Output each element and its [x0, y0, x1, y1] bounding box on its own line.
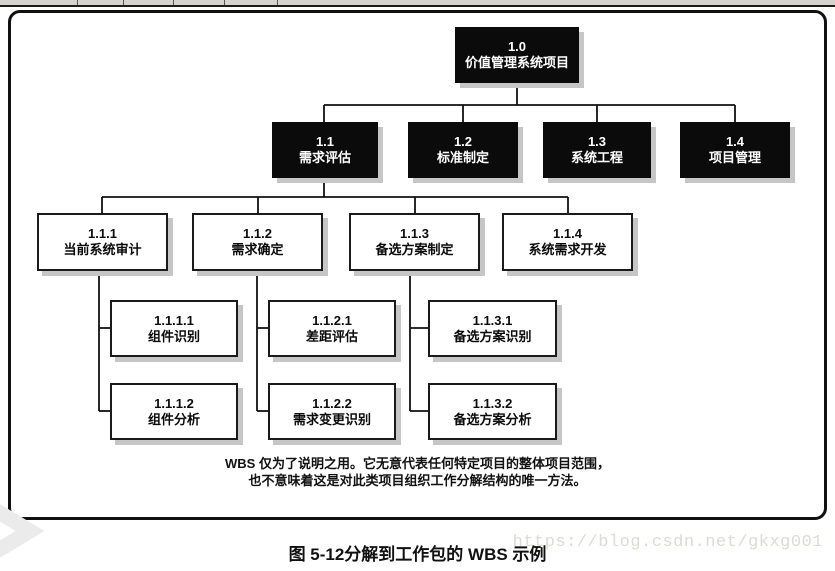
wbs-node-1-1-1: 1.1.1 当前系统审计	[37, 213, 168, 271]
url-watermark: https://blog.csdn.net/gkxg001	[512, 533, 823, 552]
node-label: 标准制定	[436, 150, 489, 165]
wbs-node-1-1: 1.1 需求评估	[272, 122, 378, 178]
node-label: 价值管理系统项目	[464, 55, 569, 70]
node-id: 1.3	[587, 134, 607, 149]
wbs-node-1-1-1-1: 1.1.1.1 组件识别	[110, 300, 238, 357]
cropped-toolbar-strip	[0, 0, 835, 7]
disclaimer-note: WBS 仅为了说明之用。它无意代表任何特定项目的整体项目范围， 也不意味着这是对…	[8, 455, 827, 489]
figure-caption: 图 5-12分解到工作包的 WBS 示例	[288, 545, 547, 564]
node-label: 需求评估	[298, 150, 351, 165]
strip-divider	[224, 0, 225, 5]
chevron-watermark-icon	[0, 504, 45, 558]
strip-divider	[77, 0, 78, 5]
node-label: 备选方案识别	[453, 328, 532, 344]
node-label: 系统需求开发	[528, 242, 607, 257]
wbs-node-1-3: 1.3 系统工程	[543, 122, 651, 178]
node-id: 1.1.1.2	[154, 395, 194, 411]
node-id: 1.1.2.1	[312, 312, 352, 328]
wbs-node-1-1-3: 1.1.3 备选方案制定	[349, 213, 480, 271]
node-id: 1.1	[315, 134, 335, 149]
node-label: 备选方案制定	[375, 242, 454, 257]
wbs-node-1-2: 1.2 标准制定	[408, 122, 518, 178]
node-label: 差距评估	[305, 328, 358, 344]
node-label: 备选方案分析	[453, 411, 532, 427]
wbs-node-1-4: 1.4 项目管理	[680, 122, 790, 178]
node-id: 1.1.2.2	[312, 395, 352, 411]
node-label: 系统工程	[570, 150, 623, 165]
node-id: 1.1.4	[553, 226, 582, 241]
node-id: 1.1.1	[88, 226, 117, 241]
wbs-node-1-1-2-2: 1.1.2.2 需求变更识别	[268, 383, 396, 440]
node-id: 1.0	[507, 39, 527, 54]
strip-divider	[173, 0, 174, 5]
node-label: 需求确定	[231, 242, 284, 257]
node-label: 当前系统审计	[63, 242, 142, 257]
wbs-node-1-1-2-1: 1.1.2.1 差距评估	[268, 300, 396, 357]
strip-divider	[277, 0, 278, 5]
node-id: 1.1.1.1	[154, 312, 194, 328]
node-label: 项目管理	[708, 150, 761, 165]
wbs-node-1-1-1-2: 1.1.1.2 组件分析	[110, 383, 238, 440]
wbs-node-1-1-2: 1.1.2 需求确定	[192, 213, 323, 271]
node-label: 组件识别	[147, 328, 200, 344]
wbs-node-1-1-4: 1.1.4 系统需求开发	[502, 213, 633, 271]
disclaimer-line-1: WBS 仅为了说明之用。它无意代表任何特定项目的整体项目范围，	[225, 456, 610, 471]
node-id: 1.4	[725, 134, 745, 149]
node-id: 1.1.3	[400, 226, 429, 241]
wbs-node-1-1-3-2: 1.1.3.2 备选方案分析	[428, 383, 557, 440]
wbs-node-1-0: 1.0 价值管理系统项目	[455, 27, 579, 83]
disclaimer-line-2: 也不意味着这是对此类项目组织工作分解结构的唯一方法。	[248, 473, 587, 488]
wbs-node-1-1-3-1: 1.1.3.1 备选方案识别	[428, 300, 557, 357]
node-label: 需求变更识别	[292, 411, 371, 427]
node-label: 组件分析	[147, 411, 200, 427]
node-id: 1.2	[453, 134, 473, 149]
node-id: 1.1.3.2	[472, 395, 513, 411]
node-id: 1.1.2	[243, 226, 272, 241]
node-id: 1.1.3.1	[472, 312, 513, 328]
strip-divider	[123, 0, 124, 5]
